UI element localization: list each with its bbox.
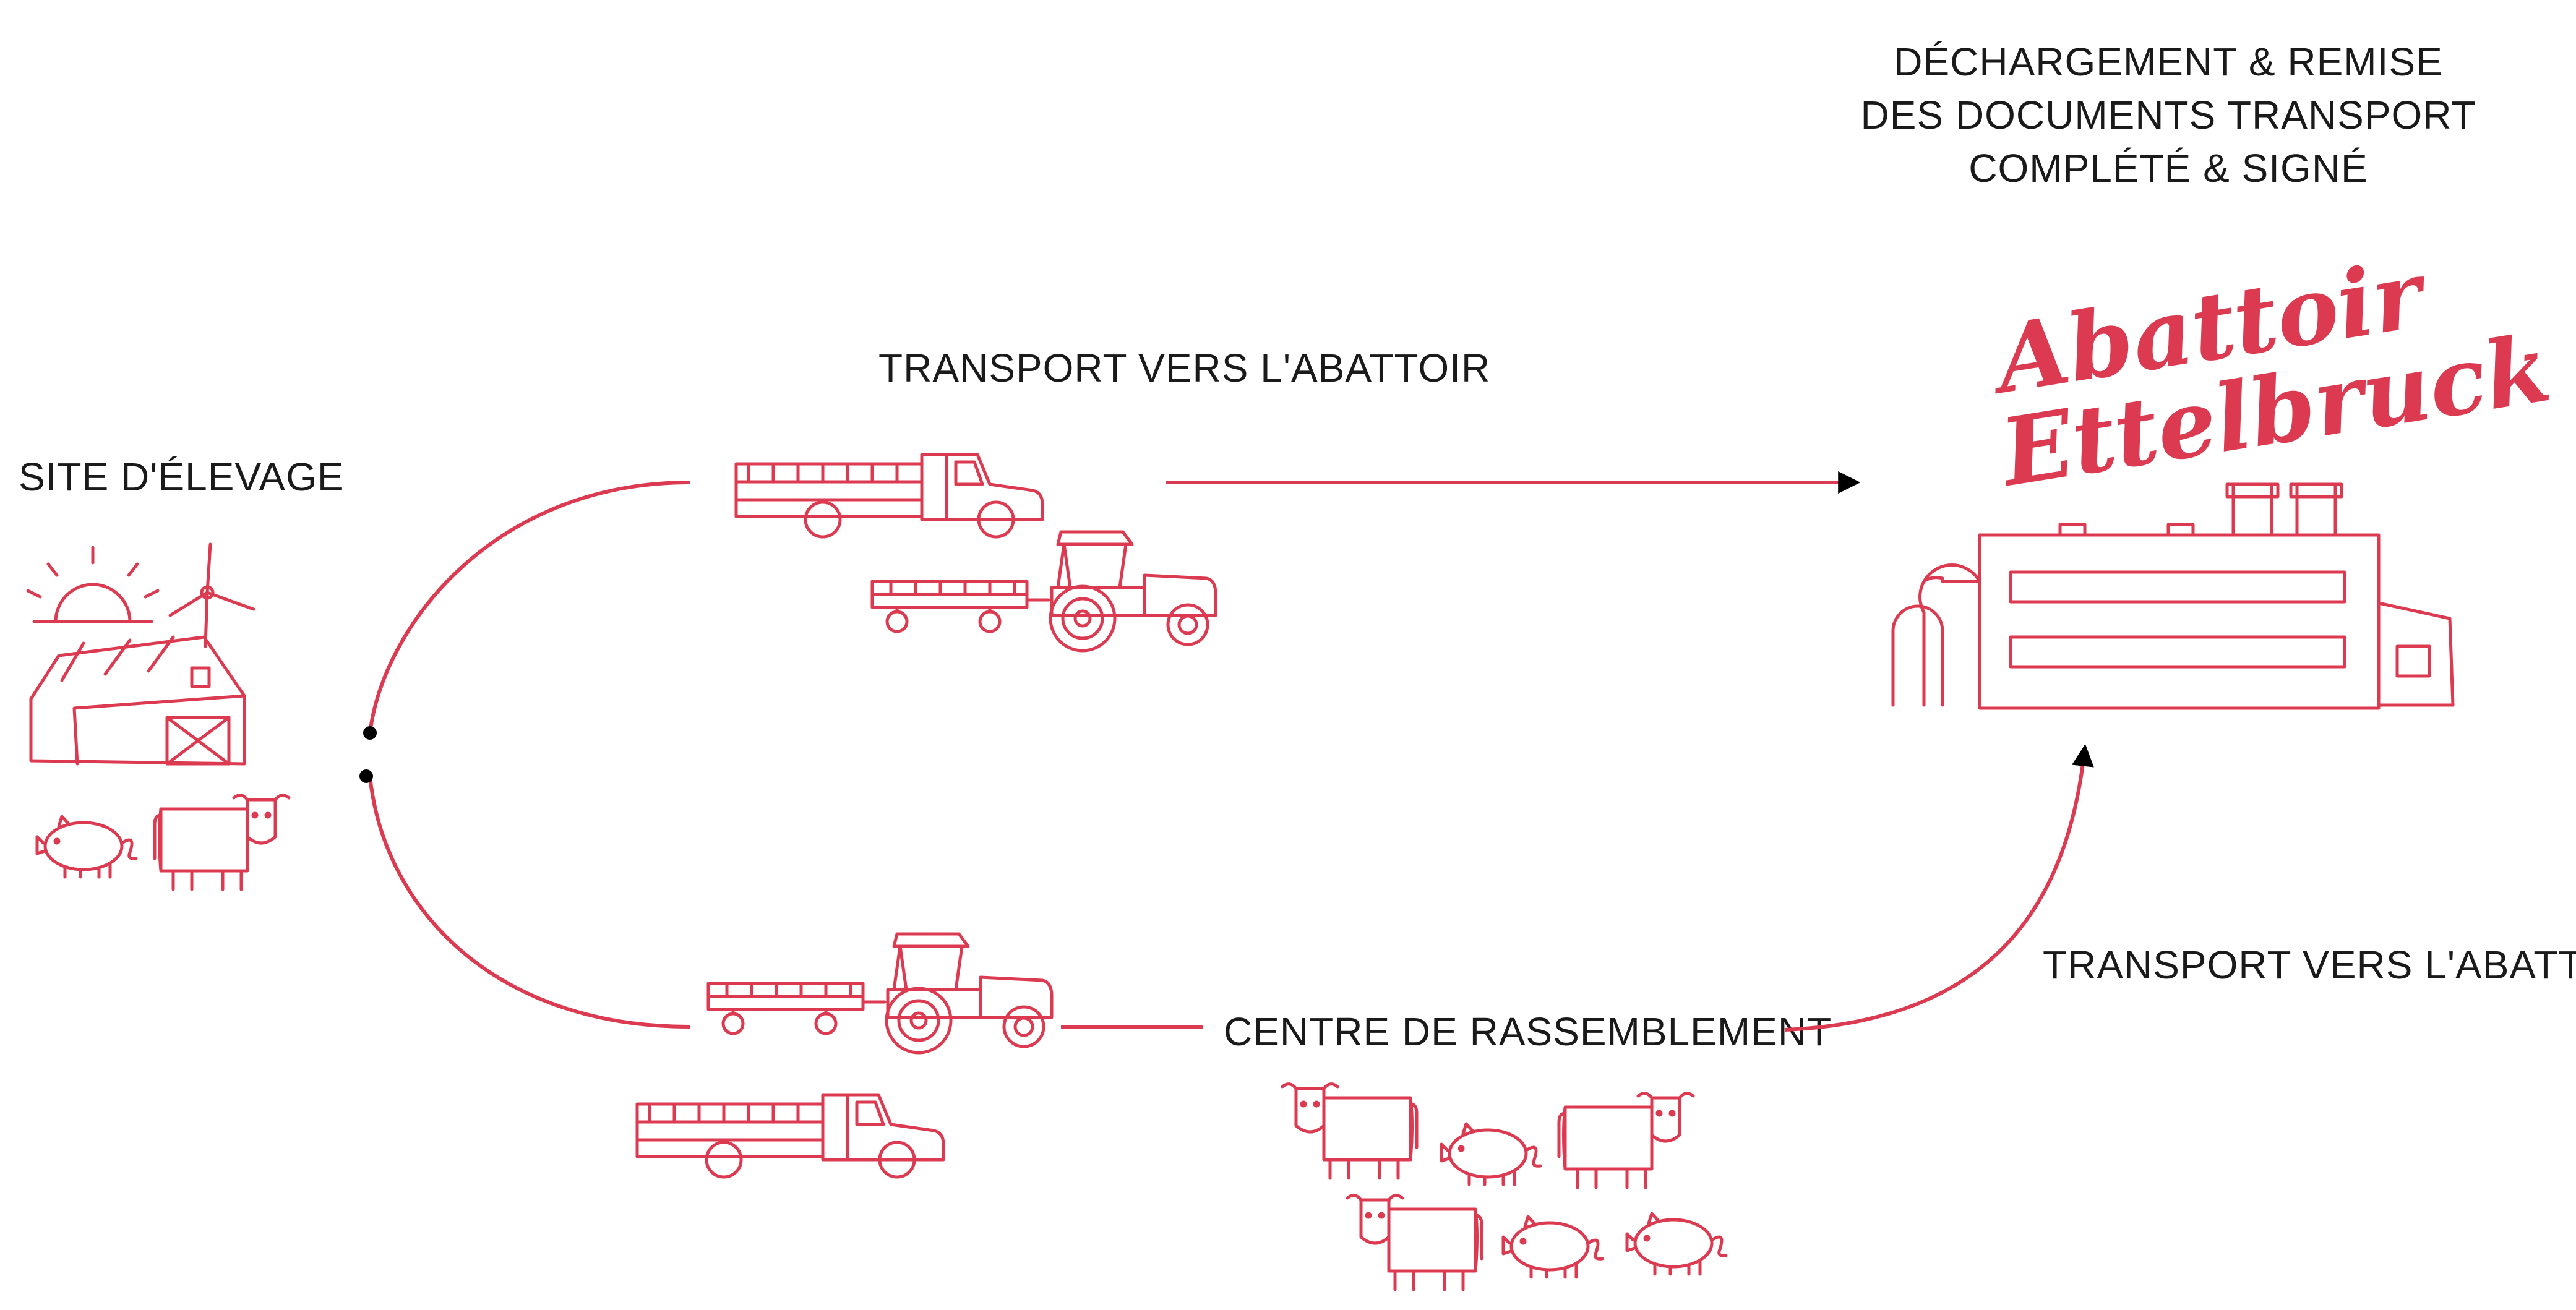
pig-icon (37, 816, 136, 877)
flow-curve-to-abattoir (1784, 743, 2094, 1032)
sun-icon (26, 546, 160, 623)
pig-icon (1441, 1124, 1540, 1184)
label-collection-center: CENTRE DE RASSEMBLEMENT (1224, 1009, 1832, 1054)
tractor-trailer-icon (708, 934, 1052, 1053)
cow-icon (1347, 1196, 1482, 1290)
label-transport-bottom: TRANSPORT VERS L'ABATTOIR (2043, 943, 2576, 987)
pig-icon (1503, 1217, 1602, 1277)
label-unloading-2: DES DOCUMENTS TRANSPORT (1861, 93, 2476, 137)
junction-dot-top (363, 726, 377, 740)
gathered-livestock (1282, 1084, 1726, 1290)
truck-icon (736, 455, 1042, 537)
label-unloading-3: COMPLÉTÉ & SIGNÉ (1968, 146, 2368, 191)
farm-site-icons (26, 542, 289, 889)
cow-icon (155, 795, 289, 889)
cow-icon (1559, 1094, 1693, 1188)
cow-icon (1282, 1084, 1417, 1178)
truck-icon (637, 1095, 943, 1177)
pig-icon (1627, 1214, 1726, 1274)
junction-dot-bottom (359, 769, 373, 783)
label-transport-top: TRANSPORT VERS L'ABATTOIR (878, 346, 1490, 390)
wind-turbine-icon (168, 542, 255, 648)
flow-arc-top (368, 481, 690, 734)
label-farm: SITE D'ÉLEVAGE (19, 455, 345, 499)
label-unloading-1: DÉCHARGEMENT & REMISE (1894, 40, 2443, 84)
flow-arc-bottom (368, 776, 690, 1029)
barn-icon (29, 635, 246, 766)
logo-abattoir-ettelbruck: Abattoir Ettelbruck (1981, 239, 2557, 508)
slaughterhouse-icon (1891, 482, 2455, 710)
tractor-trailer-icon (872, 532, 1216, 651)
